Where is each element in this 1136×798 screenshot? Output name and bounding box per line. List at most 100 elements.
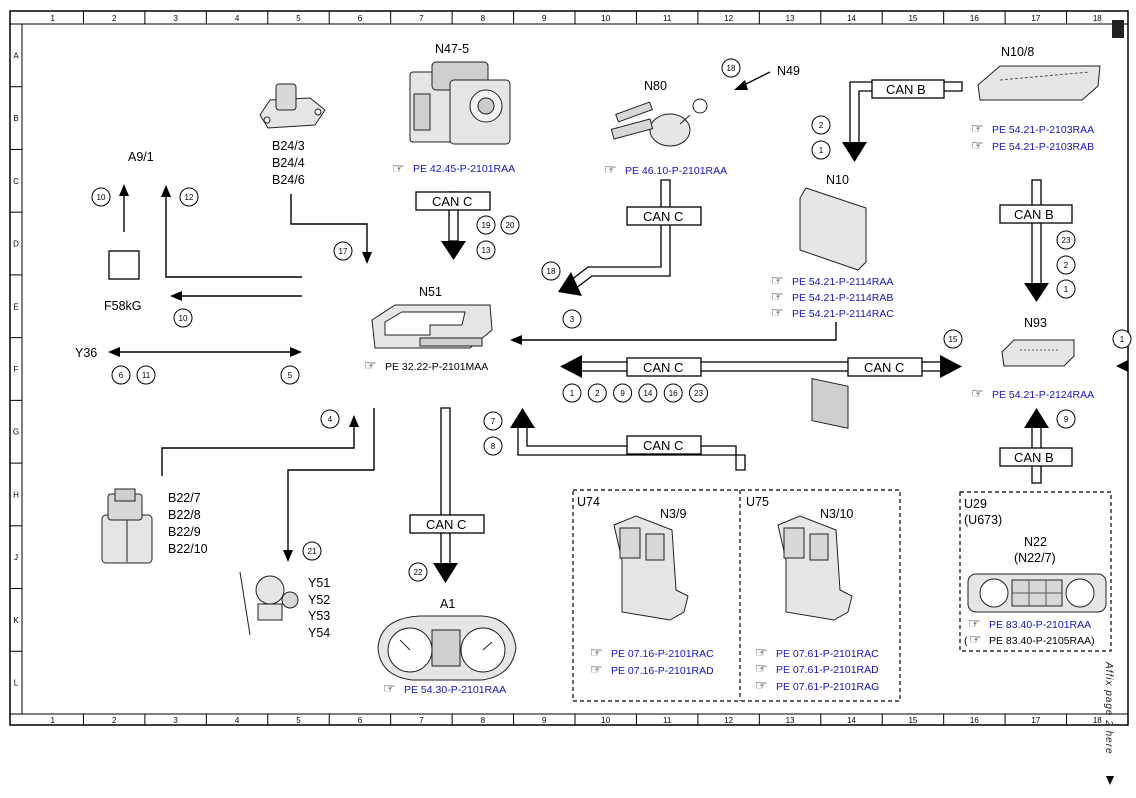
ruler-row: C xyxy=(13,177,19,186)
signal-21: 21 xyxy=(308,547,317,556)
label-b22-10: B22/10 xyxy=(168,542,208,556)
ref-n47-5[interactable]: PE 42.45-P-2101RAA xyxy=(413,163,515,175)
label-y51: Y51 xyxy=(308,576,330,590)
ruler-col-top: 10 xyxy=(601,14,610,23)
label-b24-6: B24/6 xyxy=(272,173,305,187)
signal-badge xyxy=(173,308,193,328)
signal-badge xyxy=(91,187,111,207)
ref-n80[interactable]: PE 46.10-P-2101RAA xyxy=(625,165,727,177)
signal-12: 12 xyxy=(185,193,194,202)
ruler-col-top: 8 xyxy=(481,14,486,23)
climate-control-icon xyxy=(967,573,1107,613)
arrow-head xyxy=(510,335,522,345)
ruler-row: H xyxy=(13,490,19,499)
u74-u75-group xyxy=(572,489,901,702)
arrow-head xyxy=(283,550,293,562)
ruler-col-top: 4 xyxy=(235,14,240,23)
signal-6: 6 xyxy=(119,371,124,380)
ref-icon: ☞ xyxy=(604,161,617,177)
ref-n3-9-b[interactable]: PE 07.16-P-2101RAD xyxy=(611,665,714,677)
sam-module-icon xyxy=(977,65,1101,101)
ruler-col-bottom: 12 xyxy=(724,716,733,725)
label-u29: U29 xyxy=(964,497,987,511)
ruler-col-top: 15 xyxy=(908,14,917,23)
arrow-head xyxy=(108,347,120,357)
signal-badge xyxy=(689,383,708,403)
arrow-down-n93 xyxy=(1024,283,1049,302)
ref-n3-10-c[interactable]: PE 07.61-P-2101RAG xyxy=(776,681,879,693)
ruler-row: L xyxy=(14,679,19,688)
ref-n3-10-b[interactable]: PE 07.61-P-2101RAD xyxy=(776,664,879,676)
signal-13: 13 xyxy=(482,246,491,255)
wire-b22-n51 xyxy=(161,425,355,476)
ref-icon: ☞ xyxy=(590,644,603,660)
can-c-label-bus1: CAN C xyxy=(643,360,683,375)
signal-badge xyxy=(1056,230,1076,250)
label-u75: U75 xyxy=(746,495,769,509)
ruler-col-top: 16 xyxy=(970,14,979,23)
signal-badge xyxy=(541,261,561,281)
signal-badge xyxy=(562,383,582,403)
ruler-col-bottom: 4 xyxy=(235,716,240,725)
ruler-col-top: 1 xyxy=(50,14,55,23)
side-note: Affix page 2 here xyxy=(1103,661,1114,755)
ref-icon: ☞ xyxy=(755,644,768,660)
ref-n3-10-a[interactable]: PE 07.61-P-2101RAC xyxy=(776,648,879,660)
label-n80: N80 xyxy=(644,79,667,93)
ruler-col-top: 5 xyxy=(296,14,301,23)
ref-n10-a[interactable]: PE 54.21-P-2114RAA xyxy=(792,276,893,288)
ruler-row: E xyxy=(13,302,18,311)
pressure-sensor-icon xyxy=(101,488,153,564)
abs-unit-icon xyxy=(409,61,511,145)
ruler-col-bottom: 2 xyxy=(112,716,117,725)
arrow-head xyxy=(119,184,129,196)
ref-n10-8-a[interactable]: PE 54.21-P-2103RAA xyxy=(992,124,1094,136)
signal-1: 1 xyxy=(1064,285,1069,294)
signal-badge xyxy=(1056,279,1076,299)
ref-icon: ☞ xyxy=(755,677,768,693)
signal-badge xyxy=(1056,409,1076,429)
ref-n93[interactable]: PE 54.21-P-2124RAA xyxy=(992,389,1094,401)
arrow-up-n51 xyxy=(510,408,535,428)
label-b24-4: B24/4 xyxy=(272,156,305,170)
ref-n3-9-a[interactable]: PE 07.16-P-2101RAC xyxy=(611,648,714,660)
ref-n51[interactable]: PE 32.22-P-2101MAA xyxy=(385,361,488,373)
signal-badge xyxy=(721,58,741,78)
label-y52: Y52 xyxy=(308,593,330,607)
ref-icon: ☞ xyxy=(590,661,603,677)
ruler-row: G xyxy=(13,428,19,437)
ruler-col-bottom: 10 xyxy=(601,716,610,725)
ruler-row: J xyxy=(14,553,18,562)
signal-badge xyxy=(811,115,831,135)
arrow-head xyxy=(170,291,182,301)
signal-2: 2 xyxy=(1064,261,1069,270)
signal-number: 23 xyxy=(694,389,703,398)
arrow-head xyxy=(290,347,302,357)
label-y53: Y53 xyxy=(308,609,330,623)
ruler-col-top: 2 xyxy=(112,14,117,23)
can-c-box-a1 xyxy=(409,514,485,534)
signal-badge xyxy=(562,309,582,329)
can-b-box-n93 xyxy=(999,204,1073,224)
ref-n22[interactable]: PE 83.40-P-2101RAA xyxy=(989,619,1091,631)
ref-n10-8-b[interactable]: PE 54.21-P-2103RAB xyxy=(992,141,1094,153)
ref-n10-b[interactable]: PE 54.21-P-2114RAB xyxy=(792,292,893,304)
acceleration-sensor-icon xyxy=(259,83,326,129)
ruler-col-top: 7 xyxy=(419,14,424,23)
signal-badge xyxy=(943,329,963,349)
signal-badge xyxy=(476,240,496,260)
ref-a1[interactable]: PE 54.30-P-2101RAA xyxy=(404,684,506,696)
label-y36: Y36 xyxy=(75,346,97,360)
ruler-col-bottom: 11 xyxy=(663,716,672,725)
label-b24-3: B24/3 xyxy=(272,139,305,153)
signal-4: 4 xyxy=(328,415,333,424)
label-n22-7: (N22/7) xyxy=(1014,551,1056,565)
side-note-arrow xyxy=(1106,776,1114,785)
signal-badge xyxy=(476,215,496,235)
signal-number: 16 xyxy=(669,389,678,398)
ruler-col-bottom: 5 xyxy=(296,716,301,725)
can-c-shaft-a1 xyxy=(440,407,451,565)
wire-n51-a9-1 xyxy=(165,195,302,278)
signal-20: 20 xyxy=(506,221,515,230)
ref-n10-c[interactable]: PE 54.21-P-2114RAC xyxy=(792,308,894,320)
